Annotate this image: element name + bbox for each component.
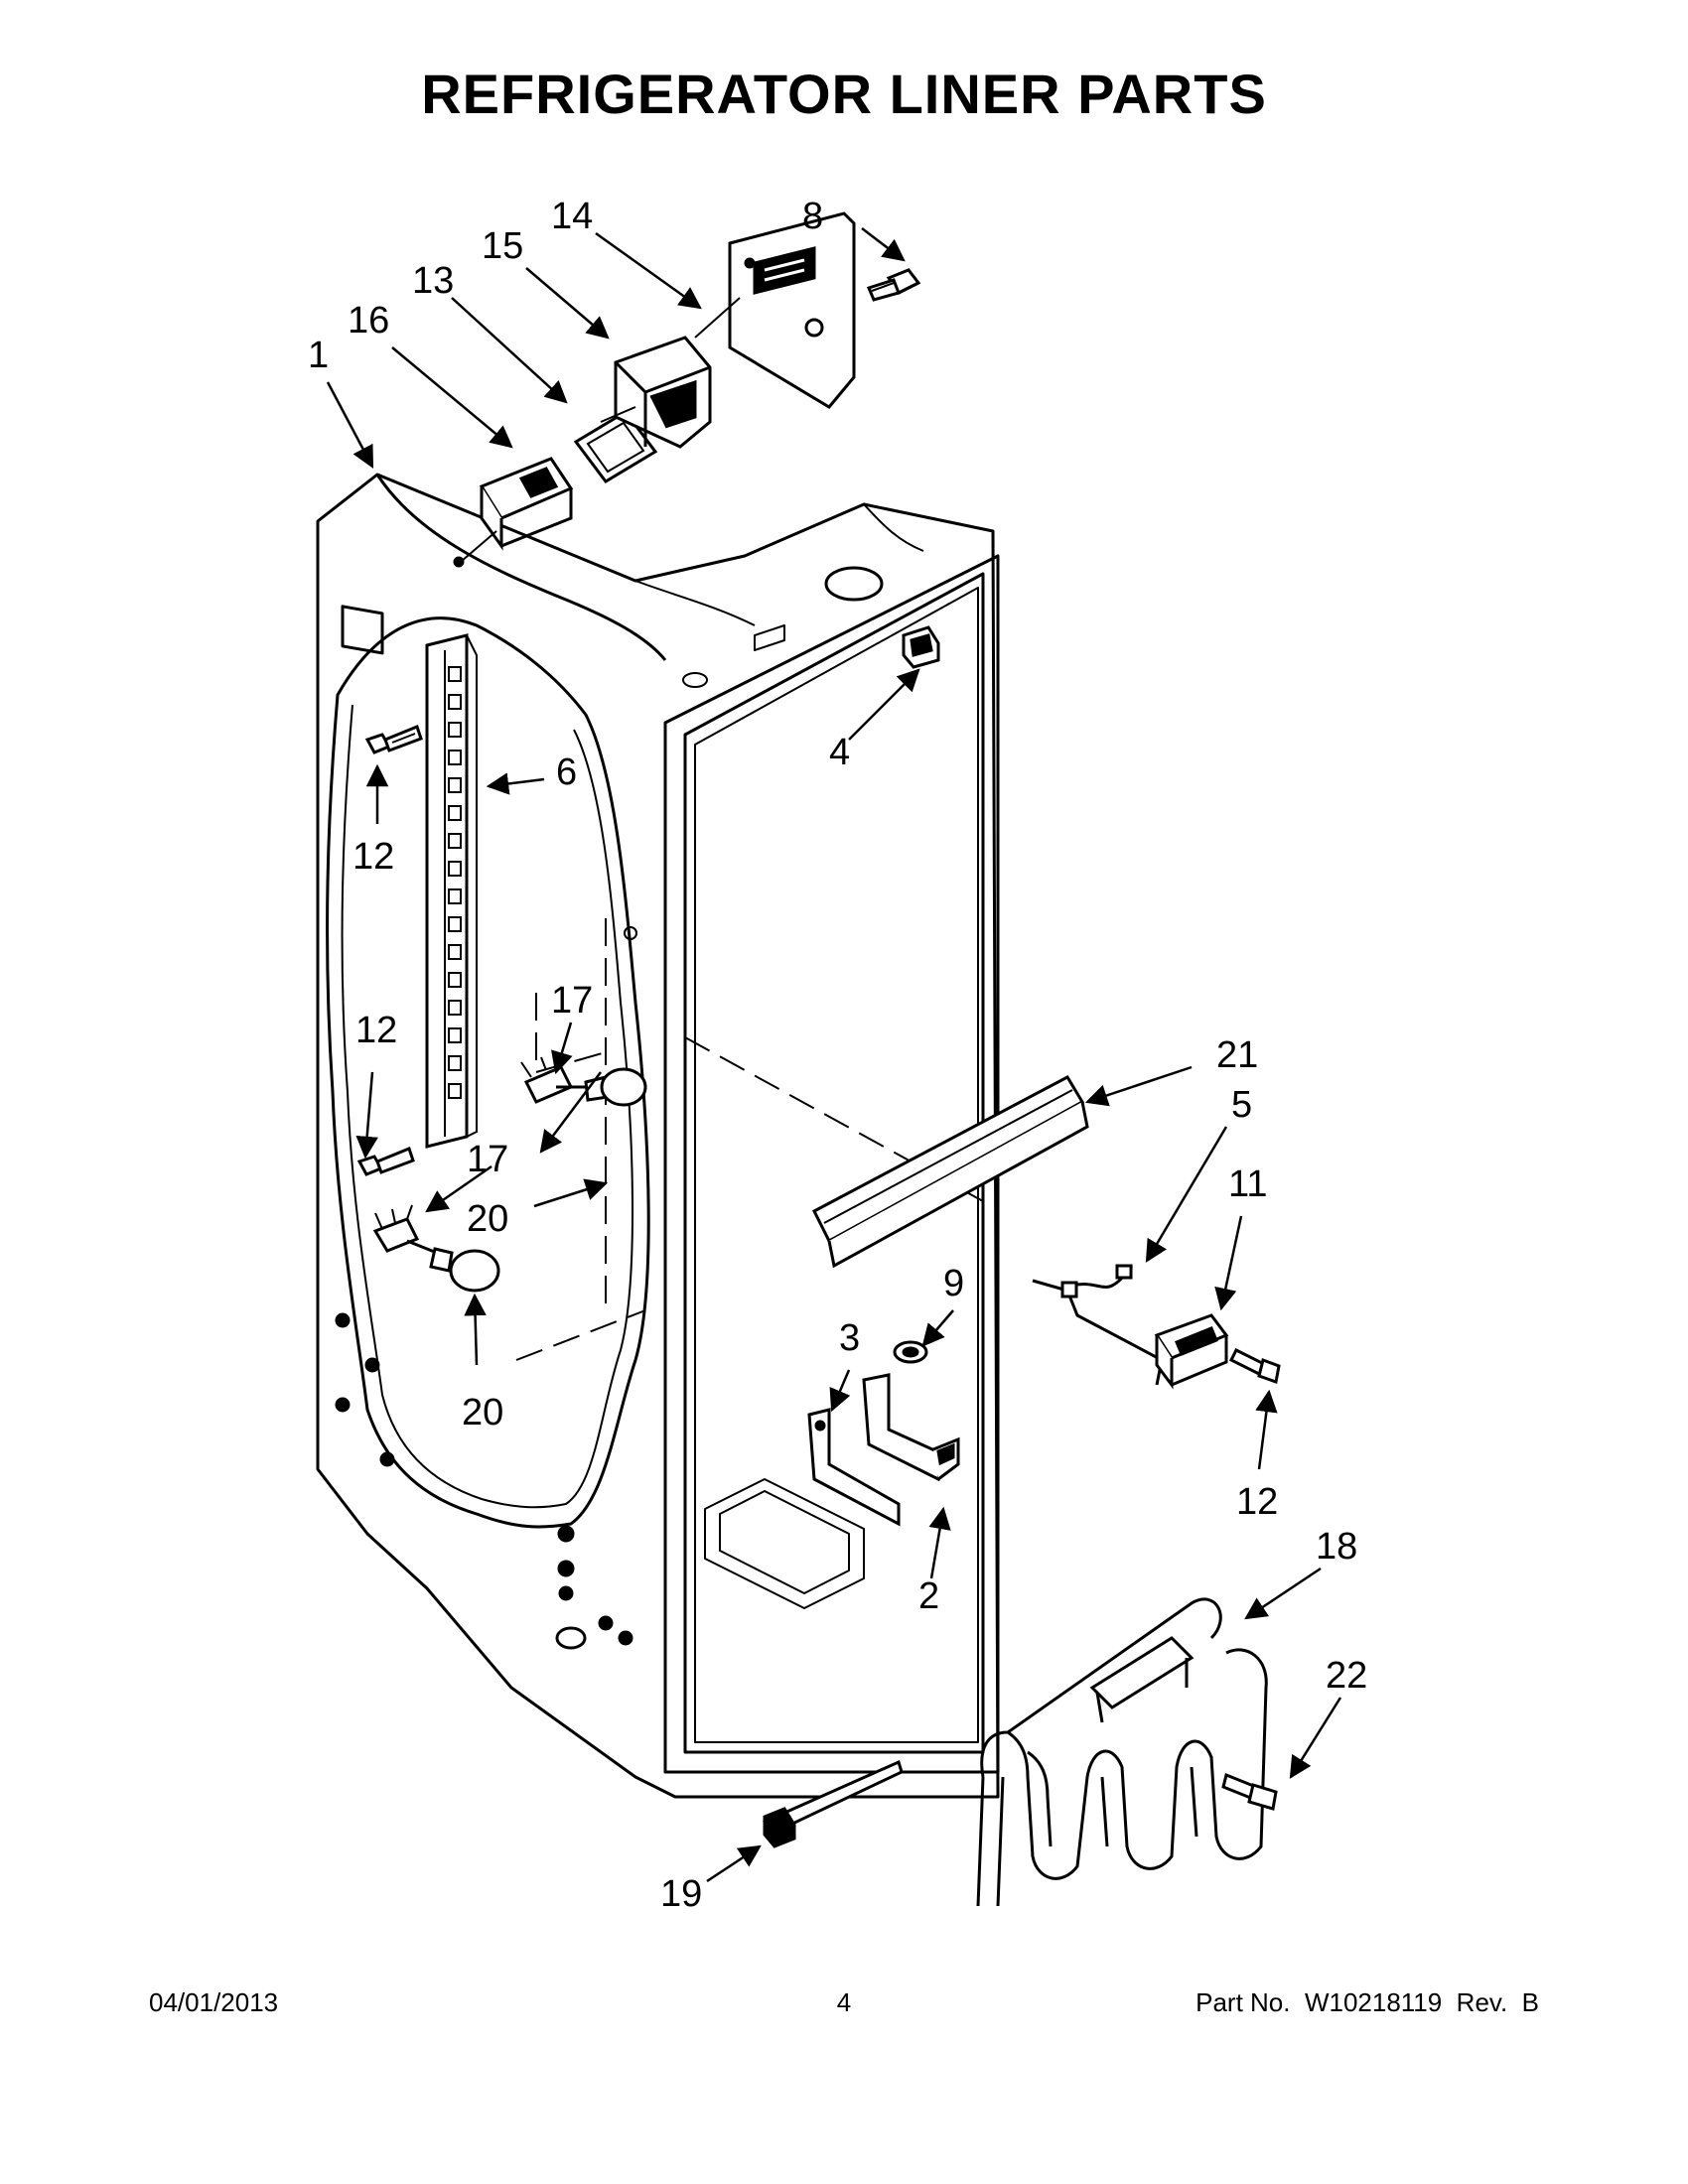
- callout-12-upper: 12: [352, 836, 394, 878]
- cover-strip-21: [812, 1075, 1089, 1269]
- callout-1: 1: [308, 335, 329, 376]
- gasket: [573, 410, 658, 483]
- switch-11: [1154, 1313, 1229, 1390]
- footer-date: 04/01/2013: [149, 1987, 279, 2017]
- footer-page-number: 4: [836, 1987, 852, 2017]
- callout-13: 13: [412, 260, 454, 302]
- callout-9: 9: [943, 1263, 964, 1304]
- callout-22: 22: [1326, 1655, 1367, 1697]
- callout-11: 11: [1228, 1163, 1267, 1205]
- bracket-3: [807, 1408, 901, 1527]
- callout-labels: 1 16 13 15 14 8 6 4 12 12 17 17 20 20 21…: [308, 196, 1367, 1915]
- callout-8: 8: [802, 196, 823, 237]
- callout-12-middle: 12: [355, 1010, 397, 1051]
- callout-4: 4: [829, 732, 850, 773]
- light-socket-17-upper: [520, 1053, 586, 1104]
- control-housing: [600, 336, 712, 449]
- wire-tie-19: [763, 1759, 904, 1848]
- liner-outline: [316, 473, 1000, 1799]
- defrost-heater-18: [976, 1597, 1268, 1907]
- screw-22: [1221, 1772, 1278, 1811]
- callout-18: 18: [1316, 1526, 1357, 1568]
- screw-12-lower: [356, 1147, 415, 1176]
- light-socket-housing: [453, 457, 574, 568]
- liner-cutaway-edge: [326, 616, 650, 1529]
- wire-harness-5: [1032, 1264, 1164, 1386]
- callout-20-upper: 20: [467, 1198, 508, 1240]
- bracket-2: [862, 1373, 960, 1482]
- page-title: REFRIGERATOR LINER PARTS: [421, 63, 1267, 125]
- callout-14: 14: [551, 196, 593, 237]
- leader-arrows: [326, 227, 1342, 1883]
- grommet-9: [893, 1340, 928, 1364]
- light-bulb-20-lower: [429, 1247, 500, 1293]
- light-socket-17-lower: [372, 1204, 438, 1255]
- callout-19: 19: [660, 1873, 702, 1915]
- shelf-ladder: [425, 633, 478, 1149]
- callout-6: 6: [556, 751, 577, 793]
- callout-5: 5: [1231, 1084, 1252, 1126]
- footer-part-number: Part No. W10218119 Rev. B: [1196, 1987, 1539, 2017]
- callout-3: 3: [839, 1317, 860, 1359]
- callout-16: 16: [348, 300, 389, 341]
- callout-17-upper: 17: [551, 980, 593, 1022]
- light-bulb-20-upper: [584, 1067, 647, 1107]
- screw-8: [866, 268, 921, 302]
- refrigerator-liner: [316, 473, 1000, 1799]
- screw-12-right: [1228, 1347, 1281, 1384]
- screw-12-upper: [364, 725, 423, 754]
- callout-2: 2: [918, 1575, 939, 1617]
- callout-17-lower: 17: [467, 1139, 508, 1180]
- callout-20-lower: 20: [462, 1392, 503, 1433]
- callout-12-right: 12: [1236, 1481, 1278, 1523]
- callout-21: 21: [1216, 1034, 1258, 1076]
- control-panel-cover: [694, 211, 856, 409]
- clip-4: [902, 625, 940, 669]
- callout-15: 15: [482, 225, 523, 267]
- liner-front-frame: [663, 554, 1000, 1774]
